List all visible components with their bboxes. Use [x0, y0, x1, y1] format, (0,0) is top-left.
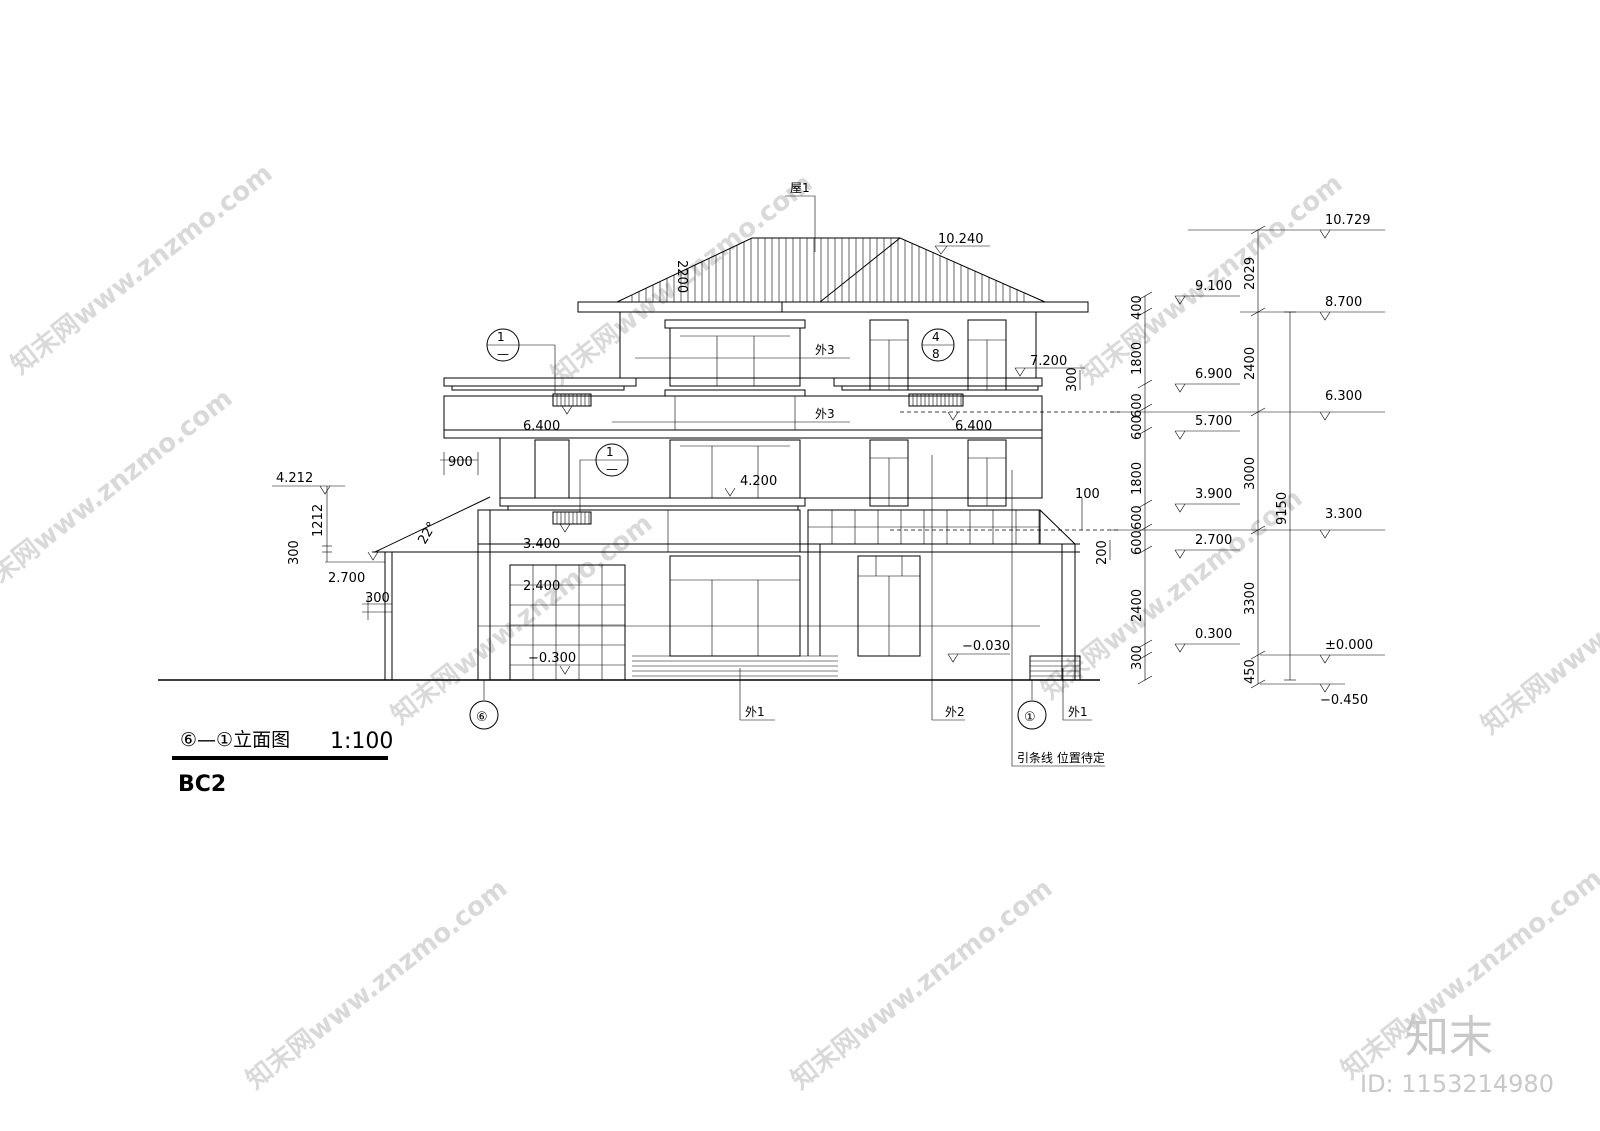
- label-wall1-left: 外1: [745, 705, 765, 719]
- label-wall3-mid: 外3: [815, 407, 835, 421]
- dim-300-base: 300: [365, 591, 390, 606]
- label-roof: 屋1: [790, 181, 810, 195]
- elev-6300: 6.300: [1325, 389, 1362, 404]
- detail-reference-1: 1 —: [486, 328, 556, 394]
- elev-2700-right: 2.700: [1195, 533, 1232, 548]
- dim-400: 400: [1130, 295, 1145, 320]
- elev-5700: 5.700: [1195, 414, 1232, 429]
- title-block: ⑥—①立面图 1:100 BC2: [172, 729, 393, 797]
- right-dimension-chains: 400 1800 600 600 1800 600 600 2400 300 9…: [1110, 213, 1385, 708]
- drawing-title: ⑥—①立面图: [180, 729, 290, 751]
- detail-reference-3: 4 8: [921, 328, 955, 362]
- elev-7200: 7.200: [1030, 354, 1067, 369]
- dim-2200: 2200: [674, 260, 689, 293]
- detail-ref-number: 1: [606, 445, 614, 459]
- watermark-text: 知末网www.znzmo.com: [0, 383, 238, 605]
- third-floor-balconies: [443, 377, 1120, 524]
- dim-600-d: 600: [1130, 530, 1145, 555]
- watermark-id: ID: 1153214980: [1360, 1070, 1554, 1098]
- elev-6400-right: 6.400: [955, 419, 992, 434]
- elev-6400-left: 6.400: [523, 419, 560, 434]
- watermark-text: 知末网www.znzmo.com: [241, 873, 513, 1095]
- elev-10729: 10.729: [1325, 213, 1371, 228]
- dim-9150: 9150: [1275, 492, 1290, 525]
- dim-600-c: 600: [1130, 505, 1145, 530]
- elev-roof-ridge: 10.240: [938, 232, 984, 247]
- dim-100: 100: [1075, 487, 1100, 502]
- detail-reference-2: 1 —: [579, 443, 629, 512]
- detail-ref-number: 1: [497, 330, 505, 344]
- elev-minus-0450: −0.450: [1320, 693, 1368, 708]
- drawing-scale: 1:100: [330, 729, 393, 754]
- second-floor: [499, 437, 1120, 545]
- elev-4212: 4.212: [276, 471, 313, 486]
- dim-1800-top: 1800: [1130, 342, 1145, 375]
- elev-8700: 8.700: [1325, 295, 1362, 310]
- watermark-logo: 知末: [1405, 1012, 1493, 1063]
- watermark-text: 知末网www.znzmo.com: [786, 873, 1058, 1095]
- elev-minus-0030: −0.030: [962, 639, 1010, 654]
- elev-6900: 6.900: [1195, 367, 1232, 382]
- label-leader-note: 引条线 位置待定: [1017, 750, 1105, 765]
- dim-600-b: 600: [1130, 415, 1145, 440]
- dim-1800-mid: 1800: [1130, 462, 1145, 495]
- elev-zero: ±0.000: [1325, 638, 1373, 653]
- watermark-text: 知末网www.znzmo.com: [1036, 483, 1308, 705]
- mid-right-dimensions: 300 100 200: [1065, 367, 1111, 565]
- dim-600-a: 600: [1130, 393, 1145, 418]
- ground-floor: [372, 496, 1081, 681]
- dim-300-left: 300: [287, 540, 302, 565]
- elev-3400: 3.400: [523, 537, 560, 552]
- dim-900: 900: [448, 455, 473, 470]
- detail-ref-sheet: —: [606, 462, 618, 476]
- axis-left: ⑥: [476, 710, 488, 725]
- label-wall1-right: 外1: [1068, 705, 1088, 719]
- axis-right: ①: [1024, 710, 1036, 725]
- watermark-text: 知末网www.znzmo.com: [1476, 518, 1600, 740]
- dim-300-right: 300: [1065, 367, 1080, 392]
- axis-markers: ⑥ ①: [469, 680, 1047, 730]
- elev-4200: 4.200: [740, 474, 777, 489]
- dim-1212: 1212: [311, 504, 326, 537]
- label-wall2: 外2: [945, 705, 965, 719]
- elev-3300: 3.300: [1325, 507, 1362, 522]
- dim-200: 200: [1095, 540, 1110, 565]
- dim-2400-r: 2400: [1243, 347, 1258, 380]
- elev-9100: 9.100: [1195, 279, 1232, 294]
- detail-ref-number: 4: [932, 330, 940, 344]
- elev-0300: 0.300: [1195, 627, 1232, 642]
- drawing-code: BC2: [178, 772, 226, 797]
- detail-ref-sheet: —: [497, 347, 509, 361]
- watermark-text: 知末网www.znzmo.com: [6, 158, 278, 380]
- elev-3900: 3.900: [1195, 487, 1232, 502]
- dim-3000: 3000: [1243, 457, 1258, 490]
- elev-2400: 2.400: [523, 579, 560, 594]
- elev-minus-0300: −0.300: [528, 651, 576, 666]
- detail-ref-sheet: 8: [932, 347, 940, 361]
- dim-3300: 3300: [1243, 582, 1258, 615]
- dim-2029: 2029: [1243, 257, 1258, 290]
- elevation-labels: 10.240 6.400 6.400 4.200 3.400 2.400 −0.…: [272, 232, 1085, 675]
- slope-22-lower: 22°: [415, 520, 440, 547]
- elev-2700-left: 2.700: [328, 571, 365, 586]
- label-wall3-top: 外3: [815, 343, 835, 357]
- dim-300-low: 300: [1130, 645, 1145, 670]
- material-labels: 屋1 外3 外3 外1 外2 外1 引条线 位置待定: [612, 181, 1105, 767]
- dim-2400-low: 2400: [1130, 589, 1145, 622]
- dim-450: 450: [1243, 659, 1258, 684]
